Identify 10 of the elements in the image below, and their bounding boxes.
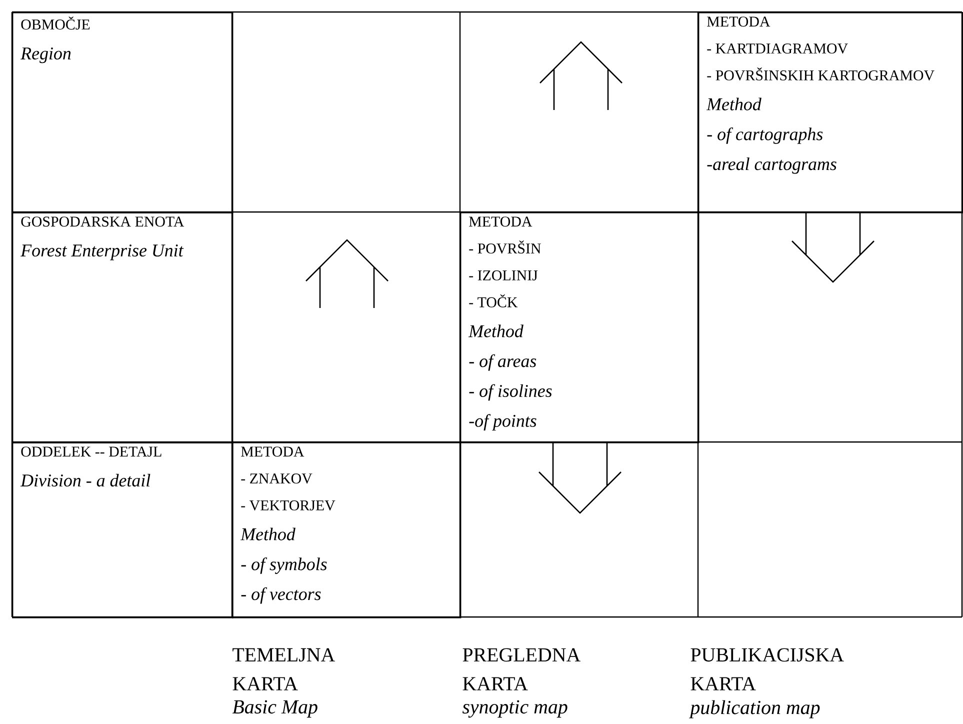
map-description: publication map xyxy=(689,700,820,718)
map-description: synoptic map xyxy=(462,700,568,718)
table-cell: METODA - KARTDIAGRAMOV - POVRŠINSKIH KARTOGRAMOV Method - of cartographs -areal cartograms xyxy=(698,12,963,214)
table-cell: METODA - ZNAKOV - VEKTORJEV Method - of symbols - of vectors xyxy=(232,442,462,618)
table-cell: GOSPODARSKA ENOTA Forest Enterprise Unit xyxy=(12,212,234,444)
table-cell: ODDELEK -- DETAJL Division - a detail xyxy=(12,442,234,618)
table-cell: METODA - POVRŠIN - IZOLINIJ - TOČK Method - of areas - of isolines -of points xyxy=(460,212,700,444)
table-cell: OBMOČJE Region xyxy=(12,12,234,214)
map-description: Basic Map xyxy=(232,700,318,718)
column-heading: TEMELJNA KARTA xyxy=(232,648,335,690)
